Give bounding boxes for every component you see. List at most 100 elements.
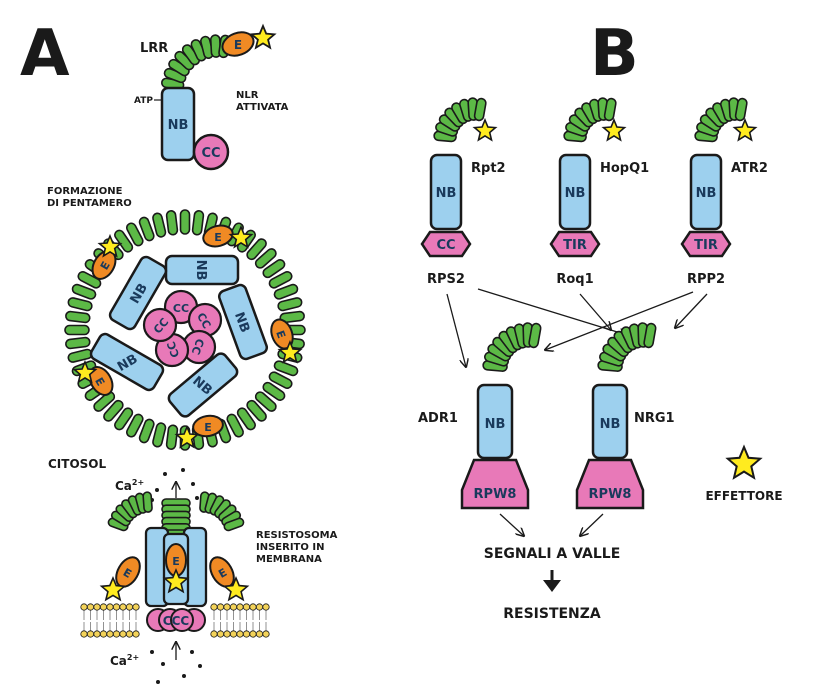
lrr-repeat (142, 491, 153, 513)
lrr-repeat (254, 391, 277, 412)
lrr-repeat (114, 407, 134, 431)
resistosome-effector-center: E (162, 543, 190, 594)
lrr-repeat (279, 310, 305, 324)
svg-text:TIR: TIR (694, 238, 718, 253)
legend-star-icon (725, 444, 763, 480)
rpt2-label: Rpt2 (471, 161, 506, 176)
resistosome-effector-right: E (209, 556, 250, 602)
svg-text:NB: NB (565, 186, 586, 201)
lrr-repeat (273, 283, 299, 300)
lrr-repeat (65, 336, 91, 350)
svg-text:NB: NB (436, 186, 457, 201)
svg-text:RPW8: RPW8 (474, 487, 517, 502)
cc-domain (192, 133, 230, 171)
pentamer-nb-1: NB (164, 254, 240, 286)
resistosome-lrr (107, 491, 245, 539)
calcium-dots-bottom (150, 650, 202, 684)
svg-text:CC: CC (436, 238, 455, 253)
rpp2-label: RPP2 (687, 272, 725, 287)
pentamer-nb-4: NB (167, 352, 239, 418)
atr2-label: ATR2 (731, 161, 768, 176)
lrr-repeat (277, 297, 303, 312)
lrr-repeat (273, 360, 299, 377)
star-icon (222, 575, 250, 602)
tir-hexagon (549, 230, 601, 258)
nrg1-label: NRG1 (634, 411, 675, 426)
lrr-repeat (65, 310, 91, 324)
resistosome-label-line1: RESISTOSOMA (256, 530, 338, 541)
svg-text:NB: NB (696, 186, 717, 201)
panel-b-letter: B (590, 17, 639, 91)
svg-text:NB: NB (600, 417, 621, 432)
lrr-repeat (262, 381, 286, 401)
lrr-repeat (268, 271, 293, 289)
helper-nrg1: NB RPW8 NRG1 (575, 322, 675, 510)
sensor-helper-arrows (446, 288, 708, 367)
pentamer-effector-3: E (270, 318, 303, 364)
rpw8-trapezoid (575, 458, 645, 510)
lrr-label: LRR (140, 41, 168, 56)
svg-text:NB: NB (231, 310, 252, 335)
pentamer-effector-4: E (72, 359, 114, 396)
star-icon (601, 117, 627, 142)
star-icon (174, 424, 200, 449)
downstream-signals-label: SEGNALI A VALLE (484, 546, 621, 562)
lrr-repeat (152, 212, 167, 238)
svg-text:TIR: TIR (563, 238, 587, 253)
resistosome-label-line2: INSERITO IN (256, 542, 324, 553)
helper-adr1: NB RPW8 ADR1 (418, 322, 542, 510)
lrr-repeat (126, 413, 144, 438)
lrr-repeat (77, 271, 102, 289)
lrr-repeat (262, 259, 286, 279)
hopq1-label: HopQ1 (600, 161, 649, 176)
lrr-repeat (103, 399, 124, 422)
lrr-repeat (126, 222, 144, 247)
lrr-repeat (226, 413, 244, 438)
svg-text:E: E (273, 329, 288, 341)
lrr-repeat (64, 324, 90, 336)
pentamer-cc-core: CC CC CC CC CC (142, 289, 223, 368)
lrr-repeat (254, 248, 277, 269)
lrr-repeat (165, 424, 179, 450)
resistosome: Ca2+ E E E (80, 468, 270, 684)
resistosome-cc-pore: CCC (146, 608, 206, 632)
resistosome-effector-left: E (99, 556, 141, 602)
nb-domain (160, 86, 196, 162)
effector-star-icon (249, 23, 277, 50)
rps2-label: RPS2 (427, 272, 465, 287)
pentamer-effector-2: E (91, 233, 123, 280)
down-arrow-icon (543, 570, 561, 592)
star-icon (99, 575, 127, 602)
svg-text:E: E (234, 38, 242, 52)
resistosome-label-line3: MEMBRANA (256, 554, 322, 565)
lrr-repeat (67, 297, 93, 312)
lrr-repeat (734, 97, 748, 122)
lrr-repeat (165, 210, 179, 236)
svg-text:NB: NB (193, 260, 208, 281)
nlr-label-line1: NLR (236, 90, 259, 101)
lrr-repeat (71, 283, 97, 300)
pentamer-label-line2: DI PENTAMERO (47, 198, 132, 209)
star-icon (72, 359, 98, 384)
lrr-arc (160, 34, 231, 91)
effector-legend-label: EFFETTORE (705, 489, 782, 503)
star-icon (162, 567, 190, 594)
calcium-bottom: Ca2+ (110, 653, 139, 668)
lrr-repeat (268, 371, 293, 389)
effector-with-star: E (221, 23, 277, 57)
downstream-arrows (499, 513, 604, 536)
lrr-repeat (473, 97, 487, 122)
lrr-repeat (138, 216, 155, 242)
rpw8-trapezoid (460, 458, 530, 510)
star-icon (472, 117, 498, 142)
lrr-repeat (191, 210, 205, 236)
lrr-repeat (93, 391, 116, 412)
lrr-repeat (246, 399, 267, 422)
roq1-label: Roq1 (556, 272, 593, 287)
nb-label: NB (168, 118, 189, 133)
sensor-rpp2: NB TIR ATR2 RPP2 (680, 97, 768, 287)
lrr-repeat (236, 407, 256, 431)
pentamer-nb-3: NB (89, 332, 165, 392)
lrr-repeat (246, 238, 267, 261)
pentamer-nb-5: NB (217, 283, 269, 361)
